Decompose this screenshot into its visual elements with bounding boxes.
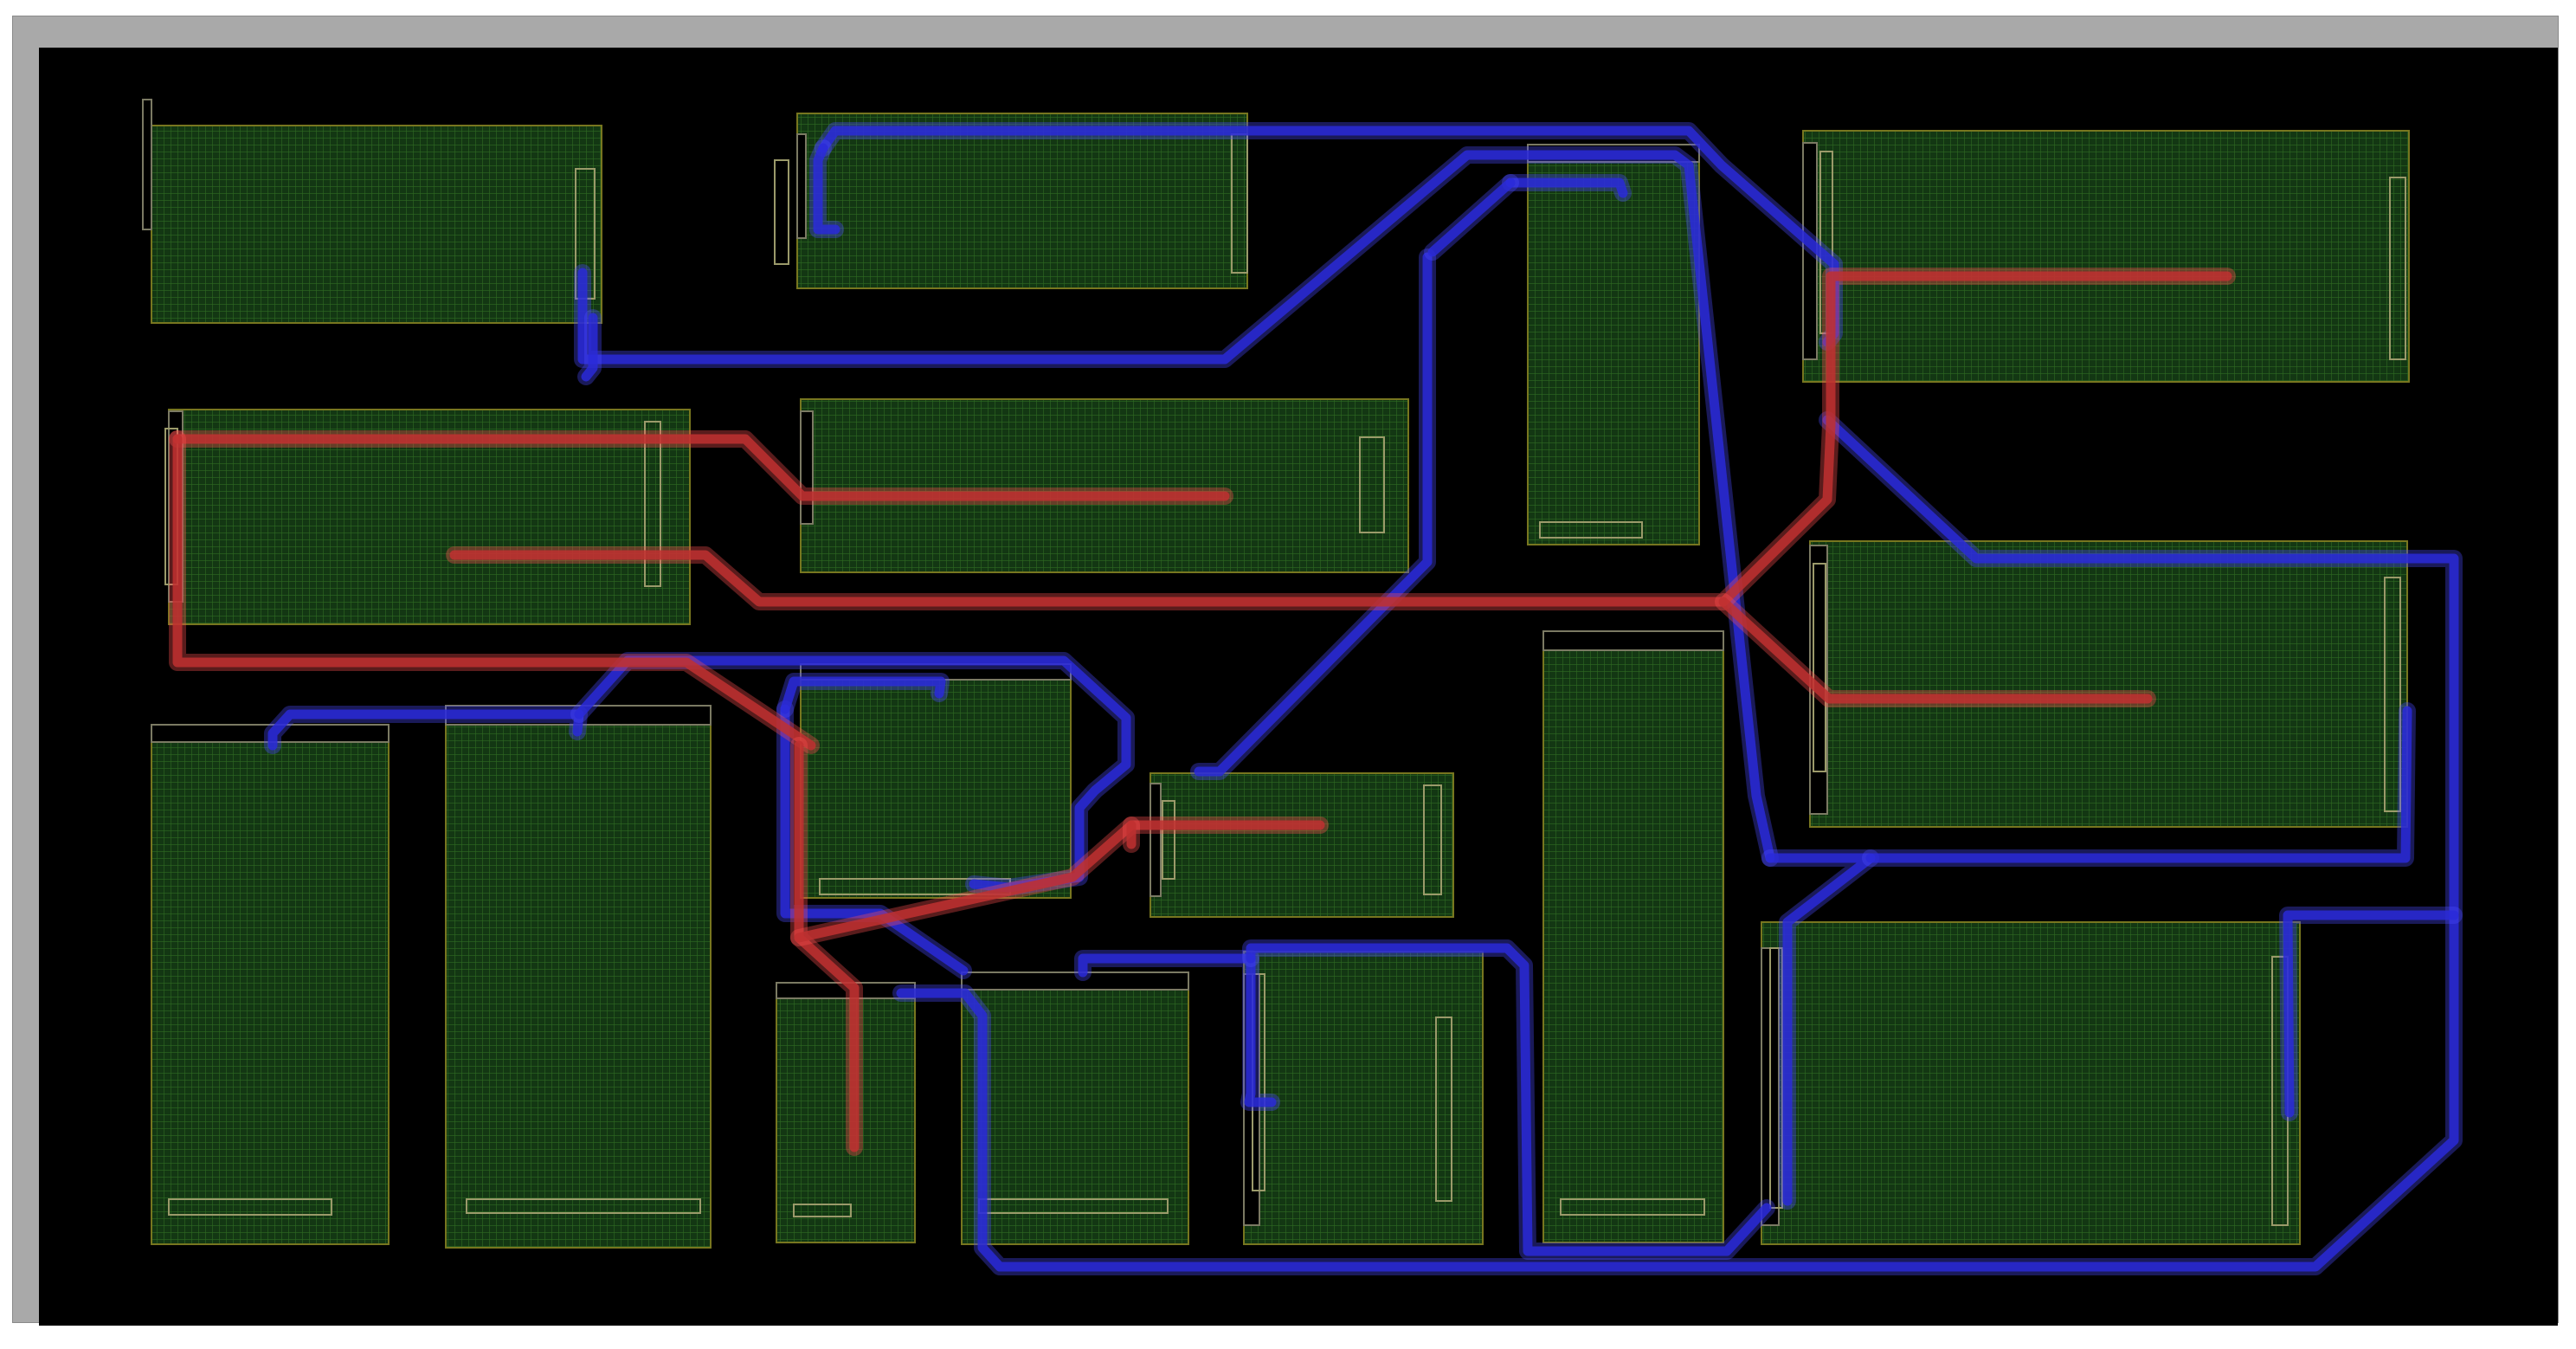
blue-wire[interactable] — [896, 415, 2459, 1272]
blue-wire[interactable] — [1505, 178, 1628, 198]
circuit-module[interactable] — [1527, 144, 1700, 545]
wires-layer — [169, 122, 2463, 1275]
circuit-module[interactable] — [800, 663, 1072, 899]
module-body — [796, 113, 1248, 289]
pin-slot — [793, 1204, 852, 1217]
circuit-module[interactable] — [151, 724, 390, 1245]
module-header — [1150, 783, 1162, 897]
module-body — [776, 982, 916, 1243]
red-wire[interactable] — [172, 434, 1230, 501]
blue-wire[interactable] — [267, 709, 584, 751]
circuit-module[interactable] — [445, 705, 712, 1249]
module-body — [800, 398, 1409, 573]
pin-slot — [1359, 436, 1385, 533]
pin-slot — [1539, 521, 1643, 539]
pin-slot — [1813, 563, 1826, 772]
pin-slot — [1435, 1017, 1452, 1202]
pin-slot — [1162, 800, 1175, 880]
red-wire[interactable] — [172, 434, 816, 751]
module-body — [445, 705, 712, 1249]
circuit-module[interactable] — [800, 398, 1409, 573]
module-body — [961, 971, 1189, 1245]
blue-wire[interactable] — [1246, 943, 1772, 1256]
module-header — [961, 971, 1189, 991]
module-body — [151, 125, 602, 324]
red-wire[interactable] — [1718, 597, 2153, 704]
blue-wire[interactable] — [1427, 178, 1516, 257]
module-body — [800, 663, 1072, 899]
module-body — [1527, 144, 1700, 545]
circuit-module[interactable] — [961, 971, 1189, 1245]
layout-canvas — [39, 48, 2558, 1326]
module-header — [800, 410, 814, 525]
blue-wire[interactable] — [1194, 252, 1433, 777]
module-header — [142, 99, 152, 230]
circuit-module[interactable] — [1542, 630, 1724, 1243]
pin-slot — [1423, 784, 1442, 895]
module-body — [168, 409, 691, 625]
window-frame — [12, 16, 2559, 1326]
blue-wire[interactable] — [581, 313, 598, 382]
module-body — [1761, 921, 2301, 1245]
pin-slot — [2389, 177, 2406, 360]
circuit-module[interactable] — [1809, 540, 2408, 828]
red-wire[interactable] — [794, 740, 860, 1152]
module-body — [1802, 130, 2410, 383]
pin-slot — [644, 421, 661, 587]
circuit-module[interactable] — [168, 409, 691, 625]
blue-wire[interactable] — [780, 676, 946, 714]
blue-wire[interactable] — [780, 704, 969, 976]
pin-slot — [774, 159, 789, 265]
pin-slot — [466, 1198, 701, 1214]
blue-wire[interactable] — [577, 150, 1775, 863]
blue-wire[interactable] — [2283, 910, 2459, 1118]
red-wire[interactable] — [794, 820, 1325, 943]
floorplan-board — [142, 99, 2463, 1275]
pin-slot — [1769, 947, 1783, 1209]
blue-wire[interactable] — [1078, 953, 1277, 1107]
blue-wire-glow — [2279, 907, 2463, 1121]
pin-slot — [2384, 577, 2401, 812]
blue-wire[interactable] — [813, 143, 840, 235]
module-body — [1150, 772, 1454, 918]
circuit-module[interactable] — [1802, 130, 2410, 383]
circuit-module[interactable] — [776, 982, 916, 1243]
module-body — [1542, 630, 1724, 1243]
module-header — [796, 133, 807, 239]
module-body — [151, 724, 390, 1245]
blue-wire[interactable] — [1865, 706, 2412, 863]
blue-wire[interactable] — [1765, 853, 1876, 1206]
module-header — [1542, 630, 1724, 651]
circuit-module[interactable] — [142, 99, 602, 324]
pin-slot — [168, 1198, 332, 1216]
pin-slot — [1560, 1198, 1705, 1216]
circuit-module[interactable] — [1150, 772, 1454, 918]
module-body — [1809, 540, 2408, 828]
circuit-module[interactable] — [1761, 921, 2301, 1245]
circuit-module[interactable] — [796, 113, 1248, 289]
